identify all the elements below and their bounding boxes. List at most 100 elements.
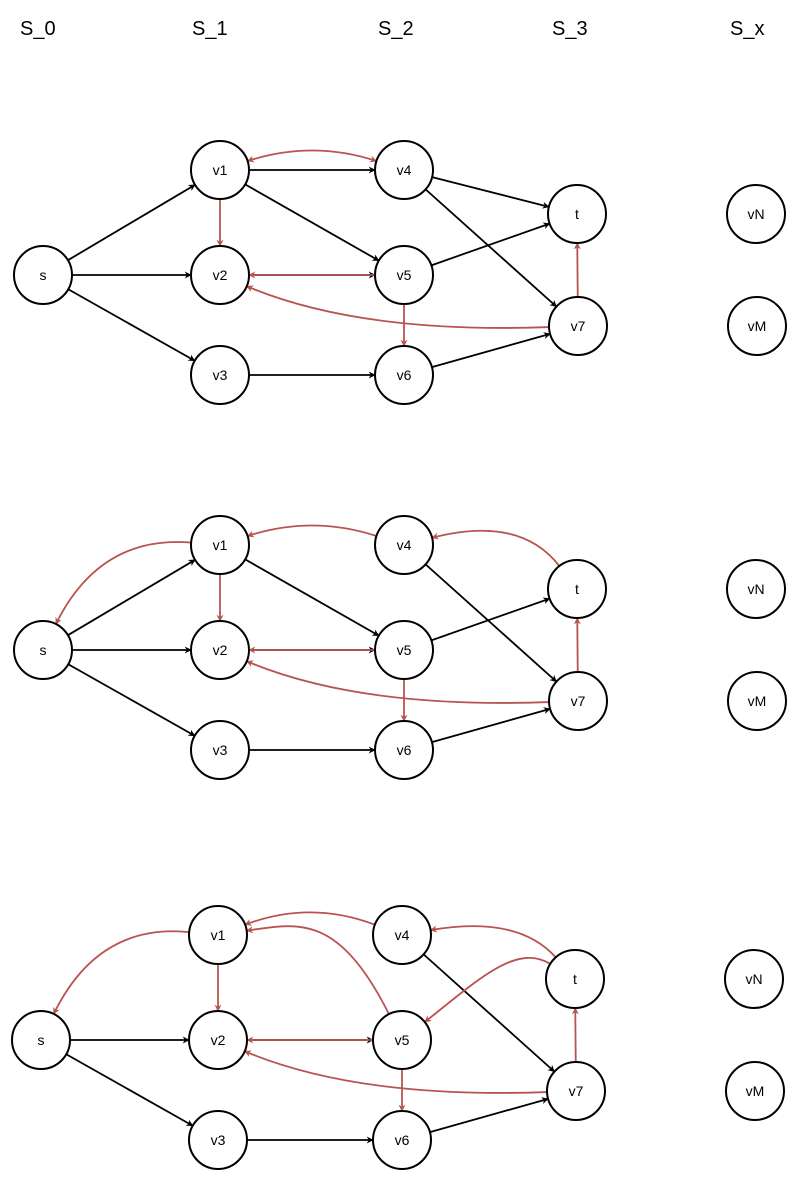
node-vN-circle	[726, 184, 786, 244]
node-s-circle	[11, 1010, 71, 1070]
node-t-label: t	[573, 971, 577, 987]
edge-t-to-v4	[431, 529, 561, 567]
node-s: s	[13, 245, 73, 305]
edge-v7-to-v2	[246, 660, 550, 704]
edge-v4-to-t	[431, 176, 550, 209]
node-s-label: s	[40, 642, 47, 658]
node-vN: vN	[724, 949, 784, 1009]
edge-v4-to-v7	[424, 188, 558, 308]
edge-v1-to-v4	[246, 149, 378, 163]
edge-s-to-v1	[67, 559, 196, 636]
node-v1-circle	[190, 140, 250, 200]
node-vM-circle	[725, 1061, 785, 1121]
node-v2-label: v2	[213, 642, 228, 658]
edge-v4-to-v7	[424, 563, 558, 683]
node-v7: v7	[548, 671, 608, 731]
graph-2-nodes: s v1 v2 v3 v4 v5 v6 t v7 vN vM	[13, 515, 787, 780]
edge-v6-to-v7	[431, 332, 551, 369]
node-v2-label: v2	[213, 267, 228, 283]
node-vM: vM	[727, 671, 787, 731]
graphs: s v1 v2 v3 v4 v5 v6 t v7 vN vM s v1 v2 v3 v4 v5 v6 t v7 vN vM…	[11, 140, 787, 1170]
node-v1: v1	[190, 140, 250, 200]
node-v2-label: v2	[211, 1032, 226, 1048]
column-headers: S_0 S_1 S_2 S_3 S_x	[20, 18, 764, 40]
node-v5-circle	[374, 245, 434, 305]
edge-v7-to-v2	[244, 1050, 548, 1094]
edge-s-to-v3	[65, 1053, 194, 1127]
node-v7-circle	[546, 1061, 606, 1121]
node-v3-label: v3	[213, 742, 228, 758]
header-s2: S_2	[378, 18, 414, 40]
node-v1: v1	[188, 905, 248, 965]
node-t: t	[545, 949, 605, 1009]
node-v6-circle	[374, 345, 434, 405]
node-v7-circle	[548, 296, 608, 356]
node-t-circle	[547, 559, 607, 619]
node-v1-label: v1	[211, 927, 226, 943]
node-v1-circle	[188, 905, 248, 965]
node-v7-label: v7	[569, 1083, 584, 1099]
node-v3: v3	[188, 1110, 248, 1170]
node-v7: v7	[548, 296, 608, 356]
node-vM: vM	[727, 296, 787, 356]
node-vN-label: vN	[747, 206, 764, 222]
edge-s-to-v3	[67, 288, 196, 362]
node-vN-label: vN	[745, 971, 762, 987]
header-s1: S_1	[192, 18, 228, 40]
node-vM: vM	[725, 1061, 785, 1121]
node-v6-circle	[374, 720, 434, 780]
graph-3-edges	[52, 911, 579, 1144]
edge-v1-to-v5	[244, 183, 380, 262]
node-vN-label: vN	[747, 581, 764, 597]
node-vM-circle	[727, 671, 787, 731]
node-t: t	[547, 184, 607, 244]
node-vN-circle	[726, 559, 786, 619]
node-v1-circle	[190, 515, 250, 575]
edge-v7-to-v2	[246, 285, 550, 329]
node-v3-circle	[188, 1110, 248, 1170]
node-v5: v5	[374, 245, 434, 305]
node-v7: v7	[546, 1061, 606, 1121]
node-v7-label: v7	[571, 693, 586, 709]
node-s-circle	[13, 620, 73, 680]
node-v3-label: v3	[213, 367, 228, 383]
header-sx: S_x	[730, 18, 764, 40]
edge-v5-to-t	[431, 222, 551, 267]
graph-1-edges	[67, 149, 581, 379]
node-vM-label: vM	[748, 693, 767, 709]
node-v4-circle	[372, 905, 432, 965]
node-v5-label: v5	[397, 642, 412, 658]
node-vM-label: vM	[746, 1083, 765, 1099]
node-v6-label: v6	[397, 742, 412, 758]
node-v4-label: v4	[397, 162, 412, 178]
node-v3-label: v3	[211, 1132, 226, 1148]
node-vM-circle	[727, 296, 787, 356]
node-vN-circle	[724, 949, 784, 1009]
node-vN: vN	[726, 559, 786, 619]
node-v3-circle	[190, 720, 250, 780]
edge-v1-to-s	[52, 930, 190, 1015]
node-v2: v2	[188, 1010, 248, 1070]
node-v4: v4	[374, 515, 434, 575]
node-v3-circle	[190, 345, 250, 405]
node-s: s	[11, 1010, 71, 1070]
node-t: t	[547, 559, 607, 619]
node-v6: v6	[372, 1110, 432, 1170]
edge-v4-to-v1	[246, 524, 377, 538]
header-s0: S_0	[20, 18, 56, 40]
graph-2-edges	[55, 524, 581, 754]
edge-t-to-v4	[429, 925, 557, 958]
node-v5: v5	[374, 620, 434, 680]
graph-1: s v1 v2 v3 v4 v5 v6 t v7 vN vM	[13, 140, 787, 405]
node-v4: v4	[372, 905, 432, 965]
node-v7-label: v7	[571, 318, 586, 334]
node-v6: v6	[374, 345, 434, 405]
node-v2-circle	[188, 1010, 248, 1070]
node-v3: v3	[190, 345, 250, 405]
node-v1-label: v1	[213, 537, 228, 553]
node-v5-circle	[374, 620, 434, 680]
edge-v5-to-v1	[245, 925, 390, 1015]
edge-v4-to-v7	[422, 953, 556, 1073]
